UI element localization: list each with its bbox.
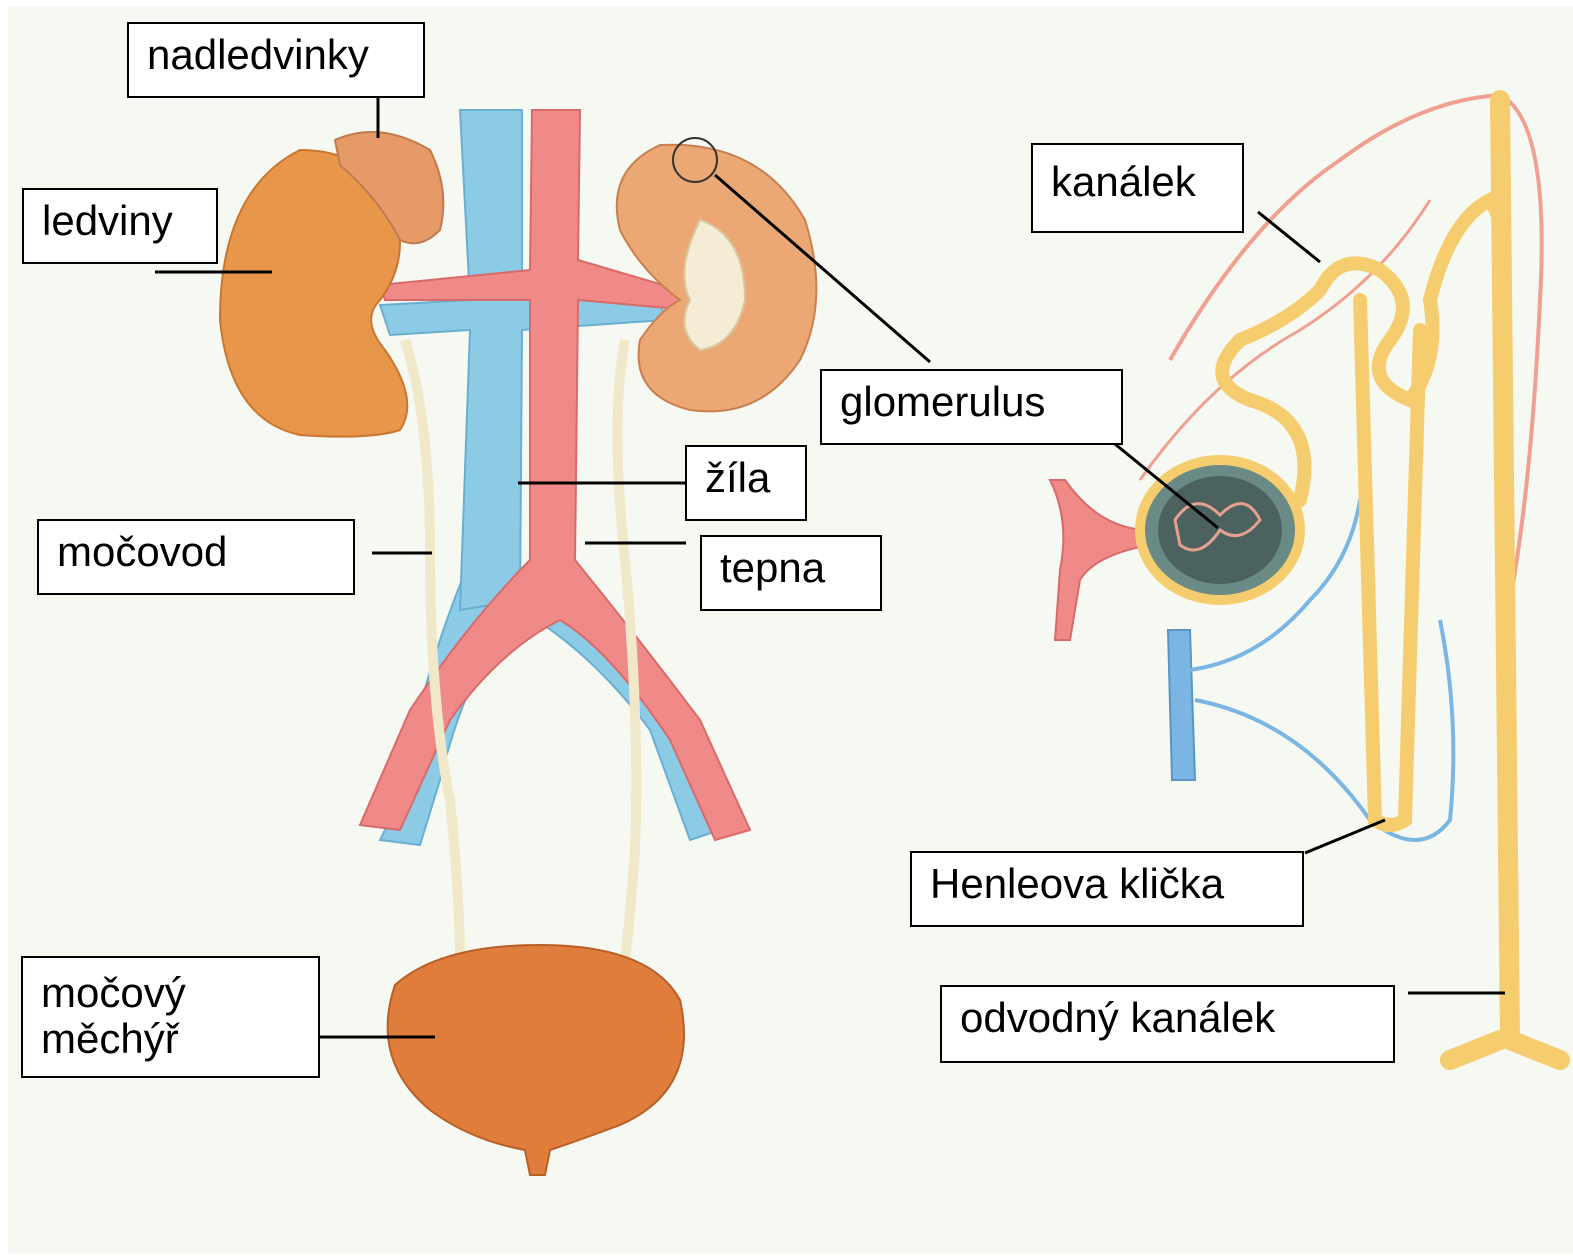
label-nadledvinky: nadledvinky: [127, 22, 425, 98]
label-glomerulus: glomerulus: [820, 369, 1123, 445]
label-mocovod: močovod: [37, 519, 355, 595]
label-zila: žíla: [685, 445, 807, 521]
label-tepna: tepna: [700, 535, 882, 611]
label-kanalek: kanálek: [1031, 143, 1244, 233]
label-odvodny-kanalek: odvodný kanálek: [940, 985, 1395, 1063]
venule: [1168, 630, 1195, 780]
label-henleova-klicka: Henleova klička: [910, 851, 1304, 927]
label-ledviny: ledviny: [22, 188, 218, 264]
